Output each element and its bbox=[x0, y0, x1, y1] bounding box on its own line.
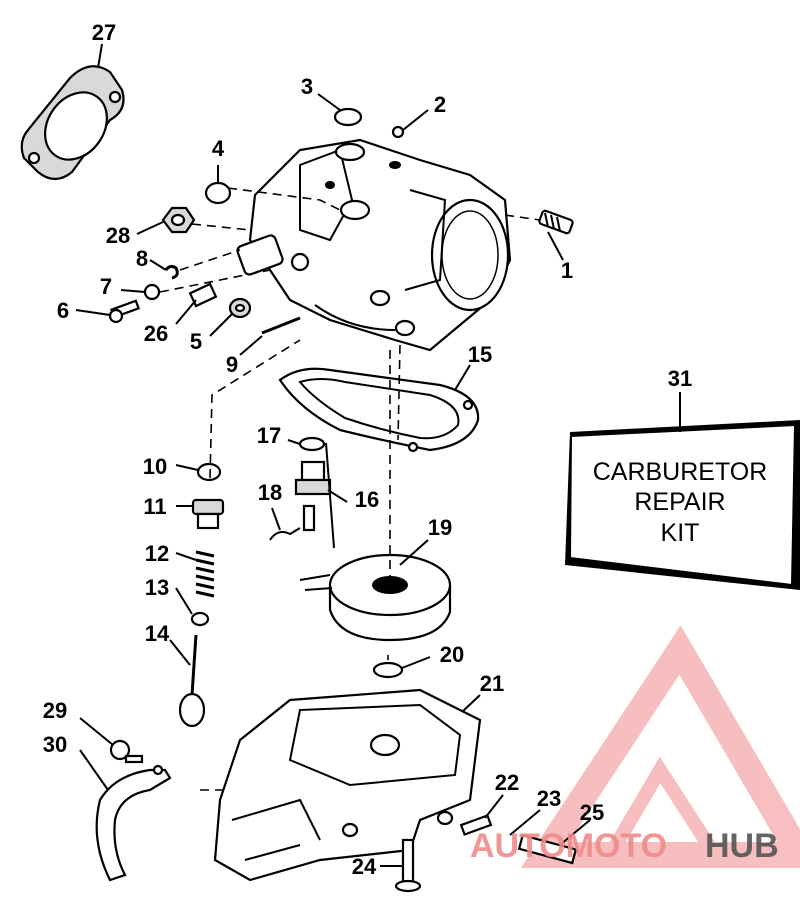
callout-4: 4 bbox=[212, 136, 225, 161]
screw-6 bbox=[108, 299, 140, 324]
callout-28: 28 bbox=[106, 223, 130, 248]
watermark-text: AUTOMOTO HUB bbox=[470, 827, 779, 865]
leader-lines bbox=[75, 43, 681, 867]
kit-text-line2: REPAIR bbox=[634, 488, 725, 516]
watermark-logo bbox=[520, 625, 800, 868]
kit-text-line1: CARBURETOR bbox=[593, 458, 768, 486]
callout-10: 10 bbox=[143, 454, 167, 479]
plug-4 bbox=[204, 181, 232, 205]
carburetor-body bbox=[236, 138, 512, 352]
callout-23: 23 bbox=[537, 786, 561, 811]
float-bowl-21 bbox=[213, 688, 482, 882]
callout-2: 2 bbox=[434, 92, 446, 117]
callout-17: 17 bbox=[257, 423, 281, 448]
watermark-text-part2: HUB bbox=[705, 827, 779, 865]
callout-19: 19 bbox=[428, 515, 452, 540]
callout-29: 29 bbox=[43, 698, 67, 723]
callout-1: 1 bbox=[561, 258, 573, 283]
callout-16: 16 bbox=[355, 487, 379, 512]
gasket-27 bbox=[20, 65, 125, 181]
ball-2 bbox=[391, 125, 405, 139]
washer-10 bbox=[196, 462, 222, 482]
callout-numbers: 1 2 3 4 5 6 7 8 9 10 11 12 13 14 15 16 1… bbox=[43, 20, 692, 879]
screw-22 bbox=[459, 814, 493, 836]
clip-8 bbox=[164, 264, 179, 280]
washer-7 bbox=[143, 283, 161, 301]
callout-3: 3 bbox=[301, 74, 313, 99]
plug-3 bbox=[333, 107, 363, 127]
callout-7: 7 bbox=[100, 274, 112, 299]
watermark-text-part1: AUTOMOTO bbox=[470, 827, 667, 865]
callout-25: 25 bbox=[580, 800, 604, 825]
clip-18 bbox=[269, 527, 301, 541]
kit-text-line3: KIT bbox=[661, 519, 700, 547]
fitting-11 bbox=[191, 498, 225, 530]
gasket-20 bbox=[372, 661, 404, 679]
nut-28 bbox=[161, 206, 196, 234]
callout-20: 20 bbox=[440, 642, 464, 667]
needle-seat-16 bbox=[294, 442, 335, 549]
callout-14: 14 bbox=[145, 621, 170, 646]
float-19 bbox=[299, 553, 452, 642]
screw-29 bbox=[109, 739, 144, 764]
callout-30: 30 bbox=[43, 732, 67, 757]
needle-screw-1 bbox=[538, 209, 574, 235]
washer-13 bbox=[190, 611, 210, 627]
callout-12: 12 bbox=[145, 541, 169, 566]
callout-24: 24 bbox=[352, 854, 377, 879]
gasket-15 bbox=[278, 367, 480, 453]
repair-kit-31 bbox=[565, 420, 800, 590]
fitting-25 bbox=[517, 833, 578, 865]
callout-6: 6 bbox=[57, 298, 69, 323]
seat-gasket-17 bbox=[298, 436, 326, 452]
assembly-lines bbox=[159, 187, 541, 791]
callout-21: 21 bbox=[480, 671, 504, 696]
callout-15: 15 bbox=[468, 342, 492, 367]
callout-18: 18 bbox=[258, 480, 282, 505]
callout-8: 8 bbox=[136, 246, 148, 271]
bracket-30 bbox=[95, 764, 172, 882]
grommet-5 bbox=[228, 297, 252, 319]
callout-9: 9 bbox=[226, 352, 238, 377]
needle-14 bbox=[178, 634, 206, 728]
callout-13: 13 bbox=[145, 575, 169, 600]
callout-27: 27 bbox=[92, 20, 116, 45]
pin-9 bbox=[261, 316, 301, 335]
callout-31: 31 bbox=[668, 366, 692, 391]
spring-12 bbox=[195, 550, 215, 598]
callout-5: 5 bbox=[190, 329, 202, 354]
callout-22: 22 bbox=[495, 770, 519, 795]
callout-11: 11 bbox=[143, 494, 166, 519]
screw-24 bbox=[394, 838, 422, 893]
callout-26: 26 bbox=[144, 321, 168, 346]
